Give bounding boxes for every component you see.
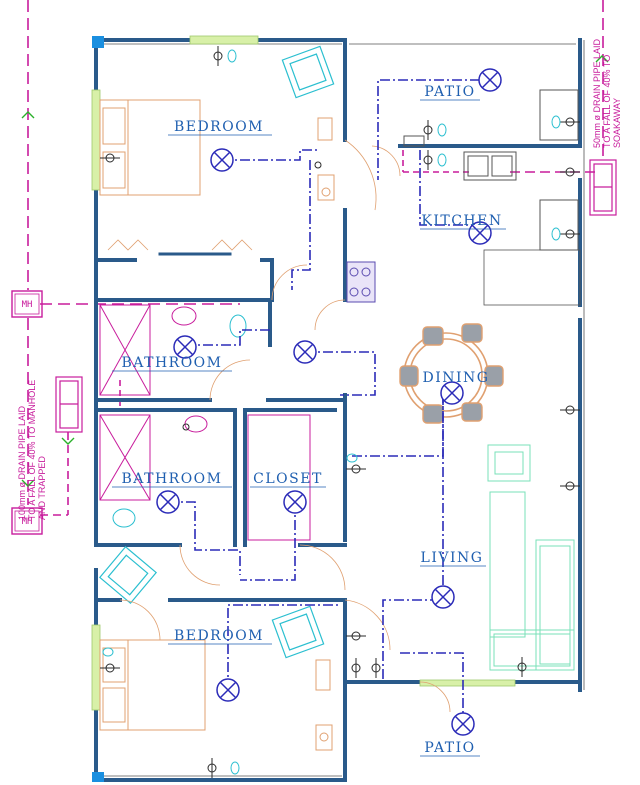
dining-chairs <box>399 323 504 424</box>
wall-outlets <box>100 46 580 778</box>
label-patio-top: PATIO <box>424 84 475 100</box>
living-furniture <box>487 444 575 671</box>
label-bathroom-1: BATHROOM <box>121 355 222 371</box>
label-kitchen: KITCHEN <box>421 213 502 229</box>
light-bedroom-top <box>210 148 234 172</box>
right-drain-note-line2: TO A FALL OF 40% TO <box>602 55 612 148</box>
right-drain-note-line3: SOAKAWAY <box>612 98 622 148</box>
label-dining: DINING <box>423 370 490 386</box>
wall-thin-lines <box>100 40 585 777</box>
light-living <box>431 585 455 609</box>
left-drain-note-line2: TO A FALL OF 40% TO MANHOLE <box>27 380 37 520</box>
manhole-upper-label: MH <box>22 300 33 310</box>
manhole-upper: MH <box>11 290 43 318</box>
label-bathroom-2: BATHROOM <box>121 471 222 487</box>
light-dining <box>440 381 464 405</box>
window-marks <box>91 35 516 711</box>
light-bathroom-2 <box>156 490 180 514</box>
electric-panels <box>315 117 425 751</box>
gully-right <box>589 159 617 216</box>
light-hall <box>293 340 317 364</box>
right-drain-note: 50mm ø DRAIN PIPE LAID TO A FALL OF 40% … <box>592 38 622 148</box>
label-closet: CLOSET <box>253 471 323 487</box>
label-bedroom-top: BEDROOM <box>174 119 264 135</box>
bathroom-fixtures <box>99 304 311 541</box>
corner-columns <box>92 36 104 782</box>
light-patio-bottom <box>451 712 475 736</box>
walls <box>94 38 582 782</box>
light-bedroom-bottom <box>216 678 240 702</box>
label-patio-bottom: PATIO <box>424 740 475 756</box>
wardrobe-doors <box>107 239 253 251</box>
light-patio-top <box>478 68 502 92</box>
right-drain-note-line1: 50mm ø DRAIN PIPE LAID <box>592 38 602 148</box>
ceiling-lights <box>156 68 502 736</box>
armchairs <box>98 45 335 659</box>
left-drain-note-line1: 100mm ø DRAIN PIPE LAID <box>17 405 27 520</box>
bed-bottom <box>99 639 206 731</box>
left-drain-note-line3: AND TRAPPED <box>37 456 47 520</box>
door-swings <box>119 139 451 713</box>
label-bedroom-bottom: BEDROOM <box>174 628 264 644</box>
label-living: LIVING <box>421 550 484 566</box>
drainage-lines <box>27 0 604 516</box>
drain-arrows <box>21 55 609 487</box>
gully-left <box>55 376 83 433</box>
wiring-runs <box>168 79 480 722</box>
room-labels: BEDROOM PATIO KITCHEN BATHROOM DINING BA… <box>121 84 502 756</box>
label-underlines <box>112 99 506 757</box>
light-closet <box>283 490 307 514</box>
kitchen-fixtures <box>346 89 579 303</box>
bed-top <box>99 99 201 196</box>
left-drain-note: 100mm ø DRAIN PIPE LAID TO A FALL OF 40%… <box>17 380 47 520</box>
manhole-lower: MH <box>11 507 43 535</box>
light-bathroom-1 <box>173 335 197 359</box>
manhole-lower-label: MH <box>22 517 33 527</box>
outlet-highlights <box>102 49 561 775</box>
light-kitchen <box>468 221 492 245</box>
